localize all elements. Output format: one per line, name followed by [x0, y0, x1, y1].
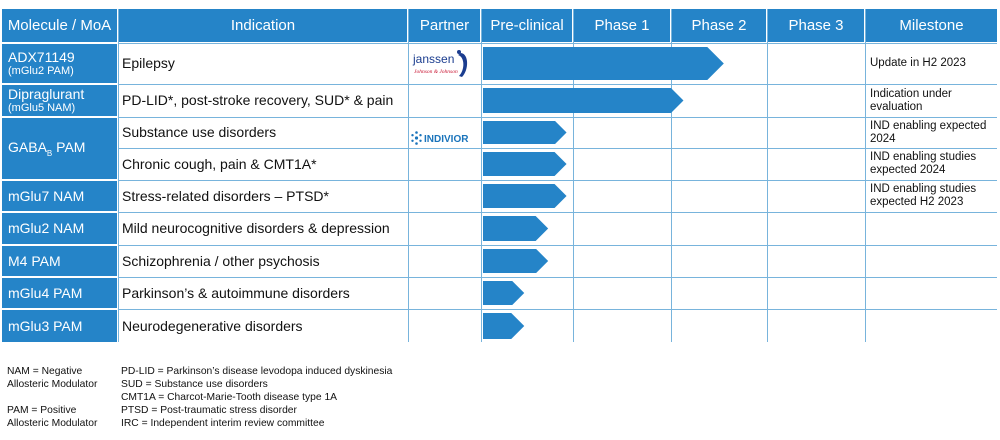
progress-arrow [483, 216, 549, 241]
footnote-line: NAM = Negative [7, 366, 83, 377]
svg-text:INDIVIOR: INDIVIOR [424, 134, 469, 145]
indication-cell: Stress-related disorders – PTSD* [122, 187, 329, 204]
indication-cell: Epilepsy [122, 55, 175, 71]
progress-arrows [483, 47, 724, 339]
progress-arrow [483, 249, 549, 273]
footnote-line: PD-LID = Parkinson’s disease levodopa in… [121, 366, 393, 377]
molecule-adx71149: ADX71149 (mGlu2 PAM) [2, 44, 117, 83]
indication-cell: Mild neurocognitive disorders & depressi… [122, 220, 390, 236]
progress-arrow [483, 281, 525, 305]
footnote-line: PTSD = Post-traumatic stress disorder [121, 405, 297, 416]
indication-cell: Chronic cough, pain & CMT1A* [122, 155, 317, 172]
indication-cell: Substance use disorders [122, 124, 277, 140]
molecule-mglu4-pam: mGlu4 PAM [2, 278, 117, 308]
header-milestone: Milestone [866, 9, 997, 42]
progress-arrow [483, 88, 684, 113]
milestone-cell: Update in H2 2023 [870, 57, 966, 69]
progress-arrow [483, 47, 724, 80]
table-grid [118, 9, 997, 342]
header-phase1: Phase 1 [574, 9, 670, 42]
svg-text:Johnson & Johnson: Johnson & Johnson [414, 69, 458, 75]
molecule-mglu2-nam: mGlu2 NAM [2, 213, 117, 244]
molecule-dipraglurant: Dipraglurant (mGlu5 NAM) [2, 85, 117, 116]
progress-arrow [483, 152, 567, 176]
molecule-gabab-pam: GABAB PAM [2, 118, 117, 179]
molecule-mglu7-nam: mGlu7 NAM [2, 181, 117, 211]
milestone-cell: Indication under evaluation [870, 87, 952, 113]
footnote-line: PAM = Positive [7, 405, 77, 416]
header-partner: Partner [409, 9, 480, 42]
footnote-line: Allosteric Modulator [7, 418, 98, 429]
pipeline-table: Molecule / MoA Indication Partner Pre-cl… [2, 9, 997, 342]
footnote-line: CMT1A = Charcot-Marie-Tooth disease type… [121, 392, 338, 403]
molecule-name: ADX71149 [8, 49, 75, 65]
indication-cell: Schizophrenia / other psychosis [122, 252, 320, 269]
header-indication: Indication [119, 9, 407, 42]
molecule-mglu3-pam: mGlu3 PAM [2, 310, 117, 342]
svg-text:janssen: janssen [412, 52, 454, 66]
indication-cell: Neurodegenerative disorders [122, 317, 303, 334]
header-molecule: Molecule / MoA [2, 9, 117, 42]
header-preclinical: Pre-clinical [482, 9, 572, 42]
molecule-name: GABAB PAM [8, 139, 86, 158]
milestone-cell: IND enabling studies expected H2 2023 [870, 183, 977, 208]
milestone-cell: IND enabling studies expected 2024 [870, 151, 977, 176]
molecule-name: mGlu2 NAM [8, 220, 85, 236]
footnote-line: SUD = Substance use disorders [121, 379, 268, 390]
indication-cell: Parkinson’s & autoimmune disorders [122, 284, 350, 301]
progress-arrow [483, 121, 567, 144]
progress-arrow [483, 313, 525, 339]
header-phase3: Phase 3 [768, 9, 864, 42]
footnote-line: Allosteric Modulator [7, 379, 98, 390]
molecule-moa: (mGlu5 NAM) [8, 102, 76, 114]
molecule-name: mGlu3 PAM [8, 317, 83, 334]
progress-arrow [483, 184, 567, 208]
janssen-logo-icon: janssen Johnson & Johnson [411, 46, 477, 81]
molecule-name: mGlu4 PAM [8, 284, 83, 301]
indivior-logo-icon: INDIVIOR [411, 127, 479, 149]
molecule-moa: (mGlu2 PAM) [8, 65, 74, 77]
molecule-name: M4 PAM [8, 252, 61, 269]
molecule-m4-pam: M4 PAM [2, 246, 117, 276]
molecule-name: mGlu7 NAM [8, 187, 85, 204]
milestone-cell: IND enabling expected 2024 [870, 119, 987, 145]
header-phase2: Phase 2 [672, 9, 766, 42]
molecule-name: Dipraglurant [8, 86, 85, 102]
indication-cell: PD-LID*, post-stroke recovery, SUD* & pa… [122, 92, 394, 108]
footnote-line: IRC = Independent interim review committ… [121, 418, 325, 429]
